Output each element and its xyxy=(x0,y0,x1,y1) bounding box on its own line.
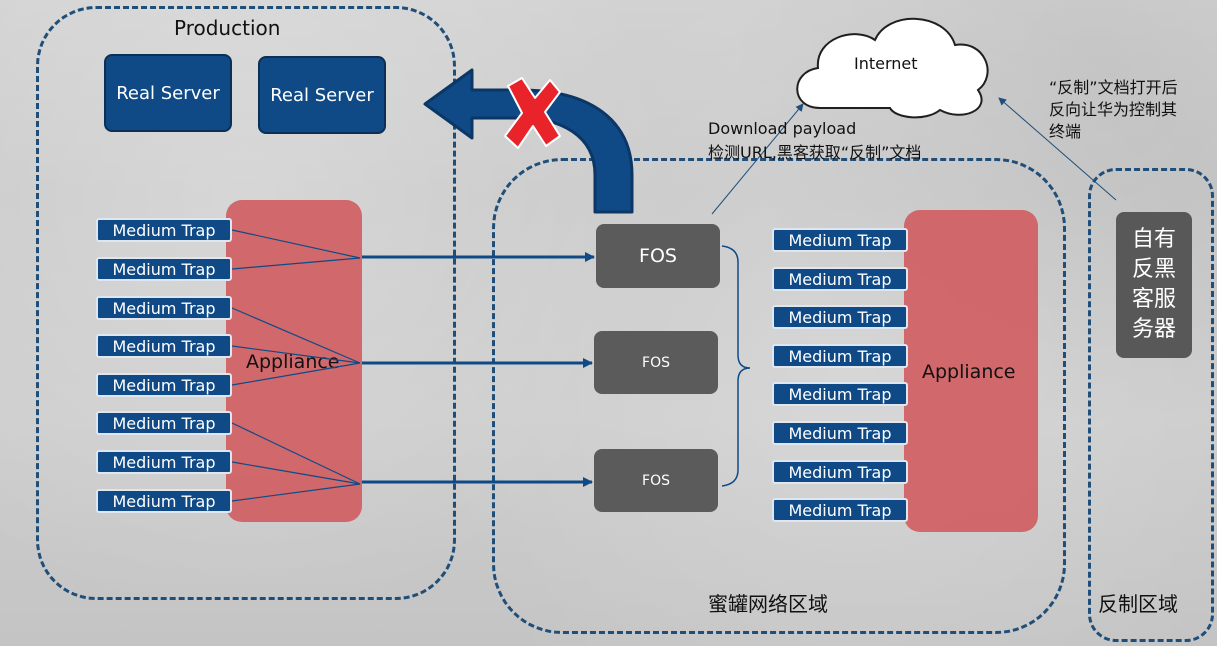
counter-note-line-2: 反向让华为控制其 xyxy=(1049,100,1178,119)
production-zone-label: Production xyxy=(174,16,281,40)
counter-hacker-server: 自有 反黑 客服 务器 xyxy=(1116,212,1192,358)
left-trap-5: Medium Trap xyxy=(96,373,232,397)
counter-zone xyxy=(1088,168,1214,642)
left-trap-8: Medium Trap xyxy=(96,489,232,513)
counter-zone-label: 反制区域 xyxy=(1098,592,1178,616)
download-detect-label: 检测URL,黑客获取“反制”文档 xyxy=(708,143,922,162)
fos-3: FOS xyxy=(594,449,718,512)
blocked-attack-arrow xyxy=(423,68,634,214)
right-trap-3: Medium Trap xyxy=(772,305,908,329)
left-trap-6: Medium Trap xyxy=(96,411,232,435)
left-trap-2: Medium Trap xyxy=(96,257,232,281)
counter-server-line-1: 自有 xyxy=(1131,227,1176,252)
counter-control-arrow xyxy=(998,97,1117,201)
counter-server-line-2: 反黑 xyxy=(1131,257,1176,282)
honeynet-zone xyxy=(492,158,1066,634)
download-payload-label: Download payload xyxy=(708,119,857,138)
fos-1: FOS xyxy=(596,224,720,288)
right-trap-6: Medium Trap xyxy=(772,421,908,445)
counter-note-line-1: “反制”文档打开后 xyxy=(1049,78,1178,97)
right-appliance-label: Appliance xyxy=(922,361,1016,383)
counter-server-line-4: 务器 xyxy=(1131,317,1176,342)
left-trap-4: Medium Trap xyxy=(96,334,232,358)
real-server-1: Real Server xyxy=(104,54,232,132)
right-trap-8: Medium Trap xyxy=(772,498,908,522)
left-appliance-label: Appliance xyxy=(246,351,340,373)
production-zone xyxy=(36,6,456,600)
fos-2: FOS xyxy=(594,331,718,394)
left-trap-1: Medium Trap xyxy=(96,218,232,242)
counter-note-line-3: 终端 xyxy=(1049,122,1082,141)
right-trap-1: Medium Trap xyxy=(772,228,908,252)
internet-label: Internet xyxy=(854,54,918,73)
blocked-cross-icon xyxy=(504,77,561,149)
left-trap-3: Medium Trap xyxy=(96,296,232,320)
right-trap-2: Medium Trap xyxy=(772,267,908,291)
left-trap-7: Medium Trap xyxy=(96,450,232,474)
internet-cloud-icon xyxy=(796,17,989,119)
download-arrow xyxy=(711,103,804,215)
honeynet-zone-label: 蜜罐网络区域 xyxy=(708,592,828,616)
right-trap-4: Medium Trap xyxy=(772,344,908,368)
right-appliance xyxy=(904,210,1038,532)
right-trap-5: Medium Trap xyxy=(772,382,908,406)
real-server-2: Real Server xyxy=(258,56,386,134)
fos-bracket xyxy=(721,245,751,487)
right-trap-7: Medium Trap xyxy=(772,460,908,484)
counter-server-line-3: 客服 xyxy=(1131,287,1176,312)
